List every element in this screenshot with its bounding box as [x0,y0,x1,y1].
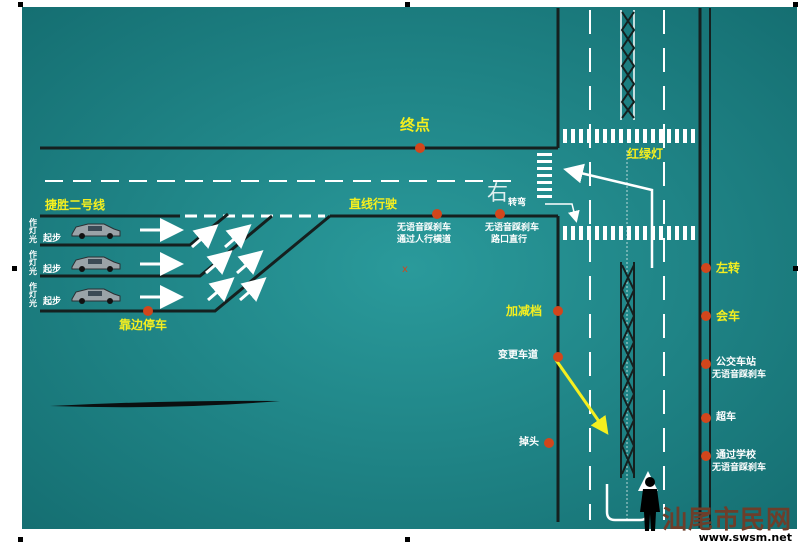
left-turn-arrow [563,163,654,268]
lane-arrow [207,277,235,302]
lane-arrow [224,224,252,249]
marker-dot [701,359,711,369]
label-pull-over: 靠边停车 [119,318,168,332]
label-right-turn-text: 转弯 [508,198,527,208]
cross-mark: x [402,264,408,275]
label-meet-car: 会车 [716,309,741,323]
selection-handle[interactable] [793,266,798,271]
no-parking-zigzag [620,11,636,119]
stop-line-shadow [50,400,280,408]
selection-handle[interactable] [793,2,798,7]
label-light-on-2: 作灯光 [29,250,37,276]
lane-arrow [191,224,219,249]
marker-dot [544,438,554,448]
lane-arrow [236,250,264,275]
crosswalk-bottom [563,226,695,240]
right-turn-arrow-small [545,203,580,223]
selection-handle[interactable] [12,266,17,271]
label-start-3: 起步 [43,297,62,307]
label-start-2: 起步 [43,265,62,275]
lane-arrow [239,277,267,302]
car-icon [71,256,121,272]
watermark-name: 汕尾市民网 [661,504,792,534]
road-diagonal-edge [40,214,331,313]
marker-dot [415,143,425,153]
background-panel [22,7,797,529]
label-straight-drive: 直线行驶 [349,197,398,211]
label-bus-stop: 公交车站 [716,357,756,368]
lane-change-arrow [554,359,609,435]
marker-dot [553,352,563,362]
label-left-turn: 左转 [716,261,741,275]
label-traffic-light: 红绿灯 [627,147,664,161]
label-through-crosswalk: 通过人行横道 [397,235,452,245]
label-right-turn-glyph: 右 [487,181,508,205]
marker-dot [143,306,153,316]
label-light-on-1: 作灯光 [29,218,37,244]
lane-arrow [205,250,233,275]
marker-dot [701,451,711,461]
marker-dot [553,306,563,316]
marker-dot [432,209,442,219]
label-intersection-straight: 路口直行 [491,235,528,245]
selection-handle[interactable] [18,2,23,7]
marker-dot [495,209,505,219]
marker-dot [701,263,711,273]
marker-dot [701,413,711,423]
label-silent-brake-c: 无语音踩刹车 [712,370,767,380]
label-overtake: 超车 [716,412,736,423]
label-silent-brake-d: 无语音踩刹车 [712,463,767,473]
label-gear-change: 加减档 [506,304,543,318]
person-silhouette-icon [640,477,660,531]
watermark-url: www.swsm.net [698,530,792,544]
selection-handle[interactable] [405,537,410,542]
selection-handle[interactable] [18,537,23,542]
car-icon [71,223,121,239]
selection-handle[interactable] [405,2,410,7]
marker-dot [701,311,711,321]
no-parking-zigzag [620,264,636,475]
label-school: 通过学校 [716,450,756,461]
site-watermark: 汕尾市民网 www.swsm.net [662,507,792,544]
label-silent-brake-a: 无语音踩刹车 [397,223,452,233]
crosswalk-left [537,153,552,198]
car-icon [71,288,121,304]
label-light-on-3: 作灯光 [29,282,37,308]
label-u-turn: 掉头 [519,437,539,448]
crosswalk-top [563,129,695,143]
label-jiesheng-line: 捷胜二号线 [45,198,106,212]
label-start-1: 起步 [43,234,62,244]
label-silent-brake-b: 无语音踩刹车 [485,223,540,233]
label-end-point: 终点 [400,116,431,134]
label-lane-change: 变更车道 [498,350,538,361]
